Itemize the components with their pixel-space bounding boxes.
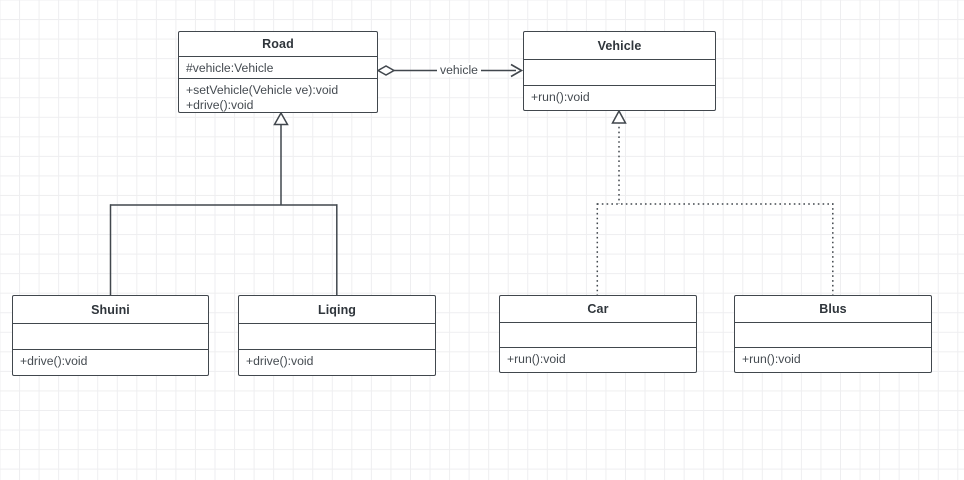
class-operations-shuini: +drive():void <box>13 350 208 375</box>
class-attributes-car <box>500 323 696 348</box>
class-title-liqing: Liqing <box>239 296 435 324</box>
hollow-diamond-icon <box>376 65 396 76</box>
edge-realization-vehicle[interactable] <box>596 109 834 295</box>
uml-class-car[interactable]: Car +run():void <box>499 295 697 373</box>
operation-item: +run():void <box>531 90 590 104</box>
edge-label-vehicle: vehicle <box>437 63 481 77</box>
uml-class-shuini[interactable]: Shuini +drive():void <box>12 295 209 376</box>
uml-class-road[interactable]: Road #vehicle:Vehicle +setVehicle(Vehicl… <box>178 31 378 113</box>
operation-item: +drive():void <box>246 354 314 368</box>
class-attributes-blus <box>735 323 931 348</box>
edge-generalization-road[interactable] <box>109 111 338 295</box>
class-title-shuini: Shuini <box>13 296 208 324</box>
class-operations-car: +run():void <box>500 348 696 372</box>
class-title-vehicle: Vehicle <box>524 32 715 60</box>
uml-class-vehicle[interactable]: Vehicle +run():void <box>523 31 716 111</box>
hollow-triangle-icon <box>611 109 627 124</box>
uml-class-liqing[interactable]: Liqing +drive():void <box>238 295 436 376</box>
operation-item: +drive():void <box>186 97 254 112</box>
class-attributes-vehicle <box>524 60 715 86</box>
class-title-car: Car <box>500 296 696 323</box>
operation-item: +run():void <box>742 352 801 366</box>
class-operations-vehicle: +run():void <box>524 86 715 110</box>
class-operations-blus: +run():void <box>735 348 931 372</box>
class-operations-road: +setVehicle(Vehicle ve):void +drive():vo… <box>179 79 377 112</box>
operation-item: +run():void <box>507 352 566 366</box>
operation-item: +drive():void <box>20 354 88 368</box>
class-operations-liqing: +drive():void <box>239 350 435 375</box>
class-attributes-liqing <box>239 324 435 350</box>
attribute-item: #vehicle:Vehicle <box>186 60 274 75</box>
class-title-blus: Blus <box>735 296 931 323</box>
open-arrow-icon <box>510 63 524 78</box>
hollow-triangle-icon <box>273 111 289 126</box>
class-attributes-shuini <box>13 324 208 350</box>
uml-class-blus[interactable]: Blus +run():void <box>734 295 932 373</box>
class-title-road: Road <box>179 32 377 57</box>
class-attributes-road: #vehicle:Vehicle <box>179 57 377 79</box>
operation-item: +setVehicle(Vehicle ve):void <box>186 83 339 97</box>
